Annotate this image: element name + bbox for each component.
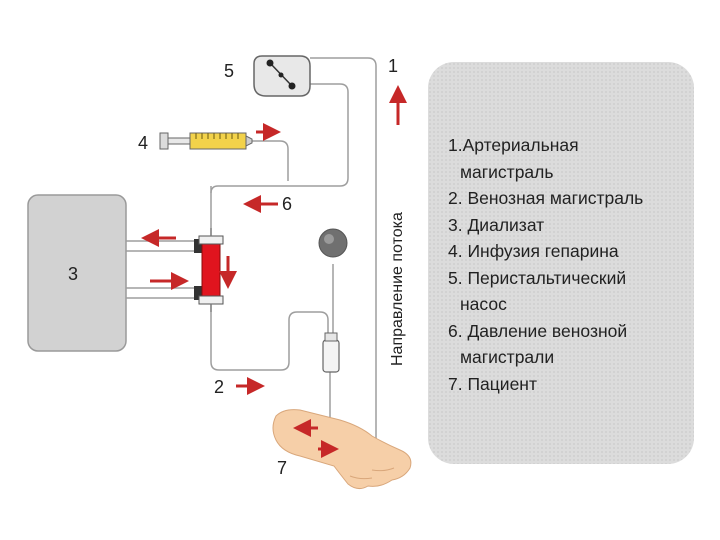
dialysate-lines (126, 240, 200, 299)
pressure-gauge (318, 228, 348, 258)
peristaltic-pump (253, 55, 311, 97)
legend-item-6: 6. Давление венозной магистрали (448, 320, 628, 368)
heparin-syringe (159, 132, 253, 150)
flow-arrows (141, 85, 407, 458)
blood-tubing (210, 57, 377, 449)
dialyzer (198, 228, 224, 312)
legend-item-5: 5. Перистальтический насос (448, 267, 627, 315)
legend-item-4: 4. Инфузия гепарина (448, 241, 619, 261)
flow-direction-label: Направление потока (389, 212, 406, 366)
legend-item-3: 3. Диализат (448, 214, 545, 235)
legend-item-7: 7. Пациент (448, 373, 537, 394)
label-4: 4 (138, 133, 148, 153)
legend-panel: 1.Артериальная магистраль 2. Венозная ма… (428, 62, 694, 464)
label-1: 1 (388, 56, 398, 76)
label-7: 7 (277, 458, 287, 478)
label-2: 2 (214, 377, 224, 397)
drip-chamber (322, 332, 340, 373)
legend-item-1: 1.Артериальная магистраль (448, 135, 579, 182)
dialysate-connectors (194, 239, 204, 300)
label-5: 5 (224, 61, 234, 81)
legend-list: 1.Артериальная магистраль 2. Венозная ма… (448, 132, 643, 397)
label-6: 6 (282, 194, 292, 214)
label-3: 3 (68, 264, 78, 284)
dialysate-machine (27, 194, 127, 352)
legend-item-2: 2. Венозная магистраль (448, 188, 644, 208)
patient-arm (272, 409, 412, 490)
